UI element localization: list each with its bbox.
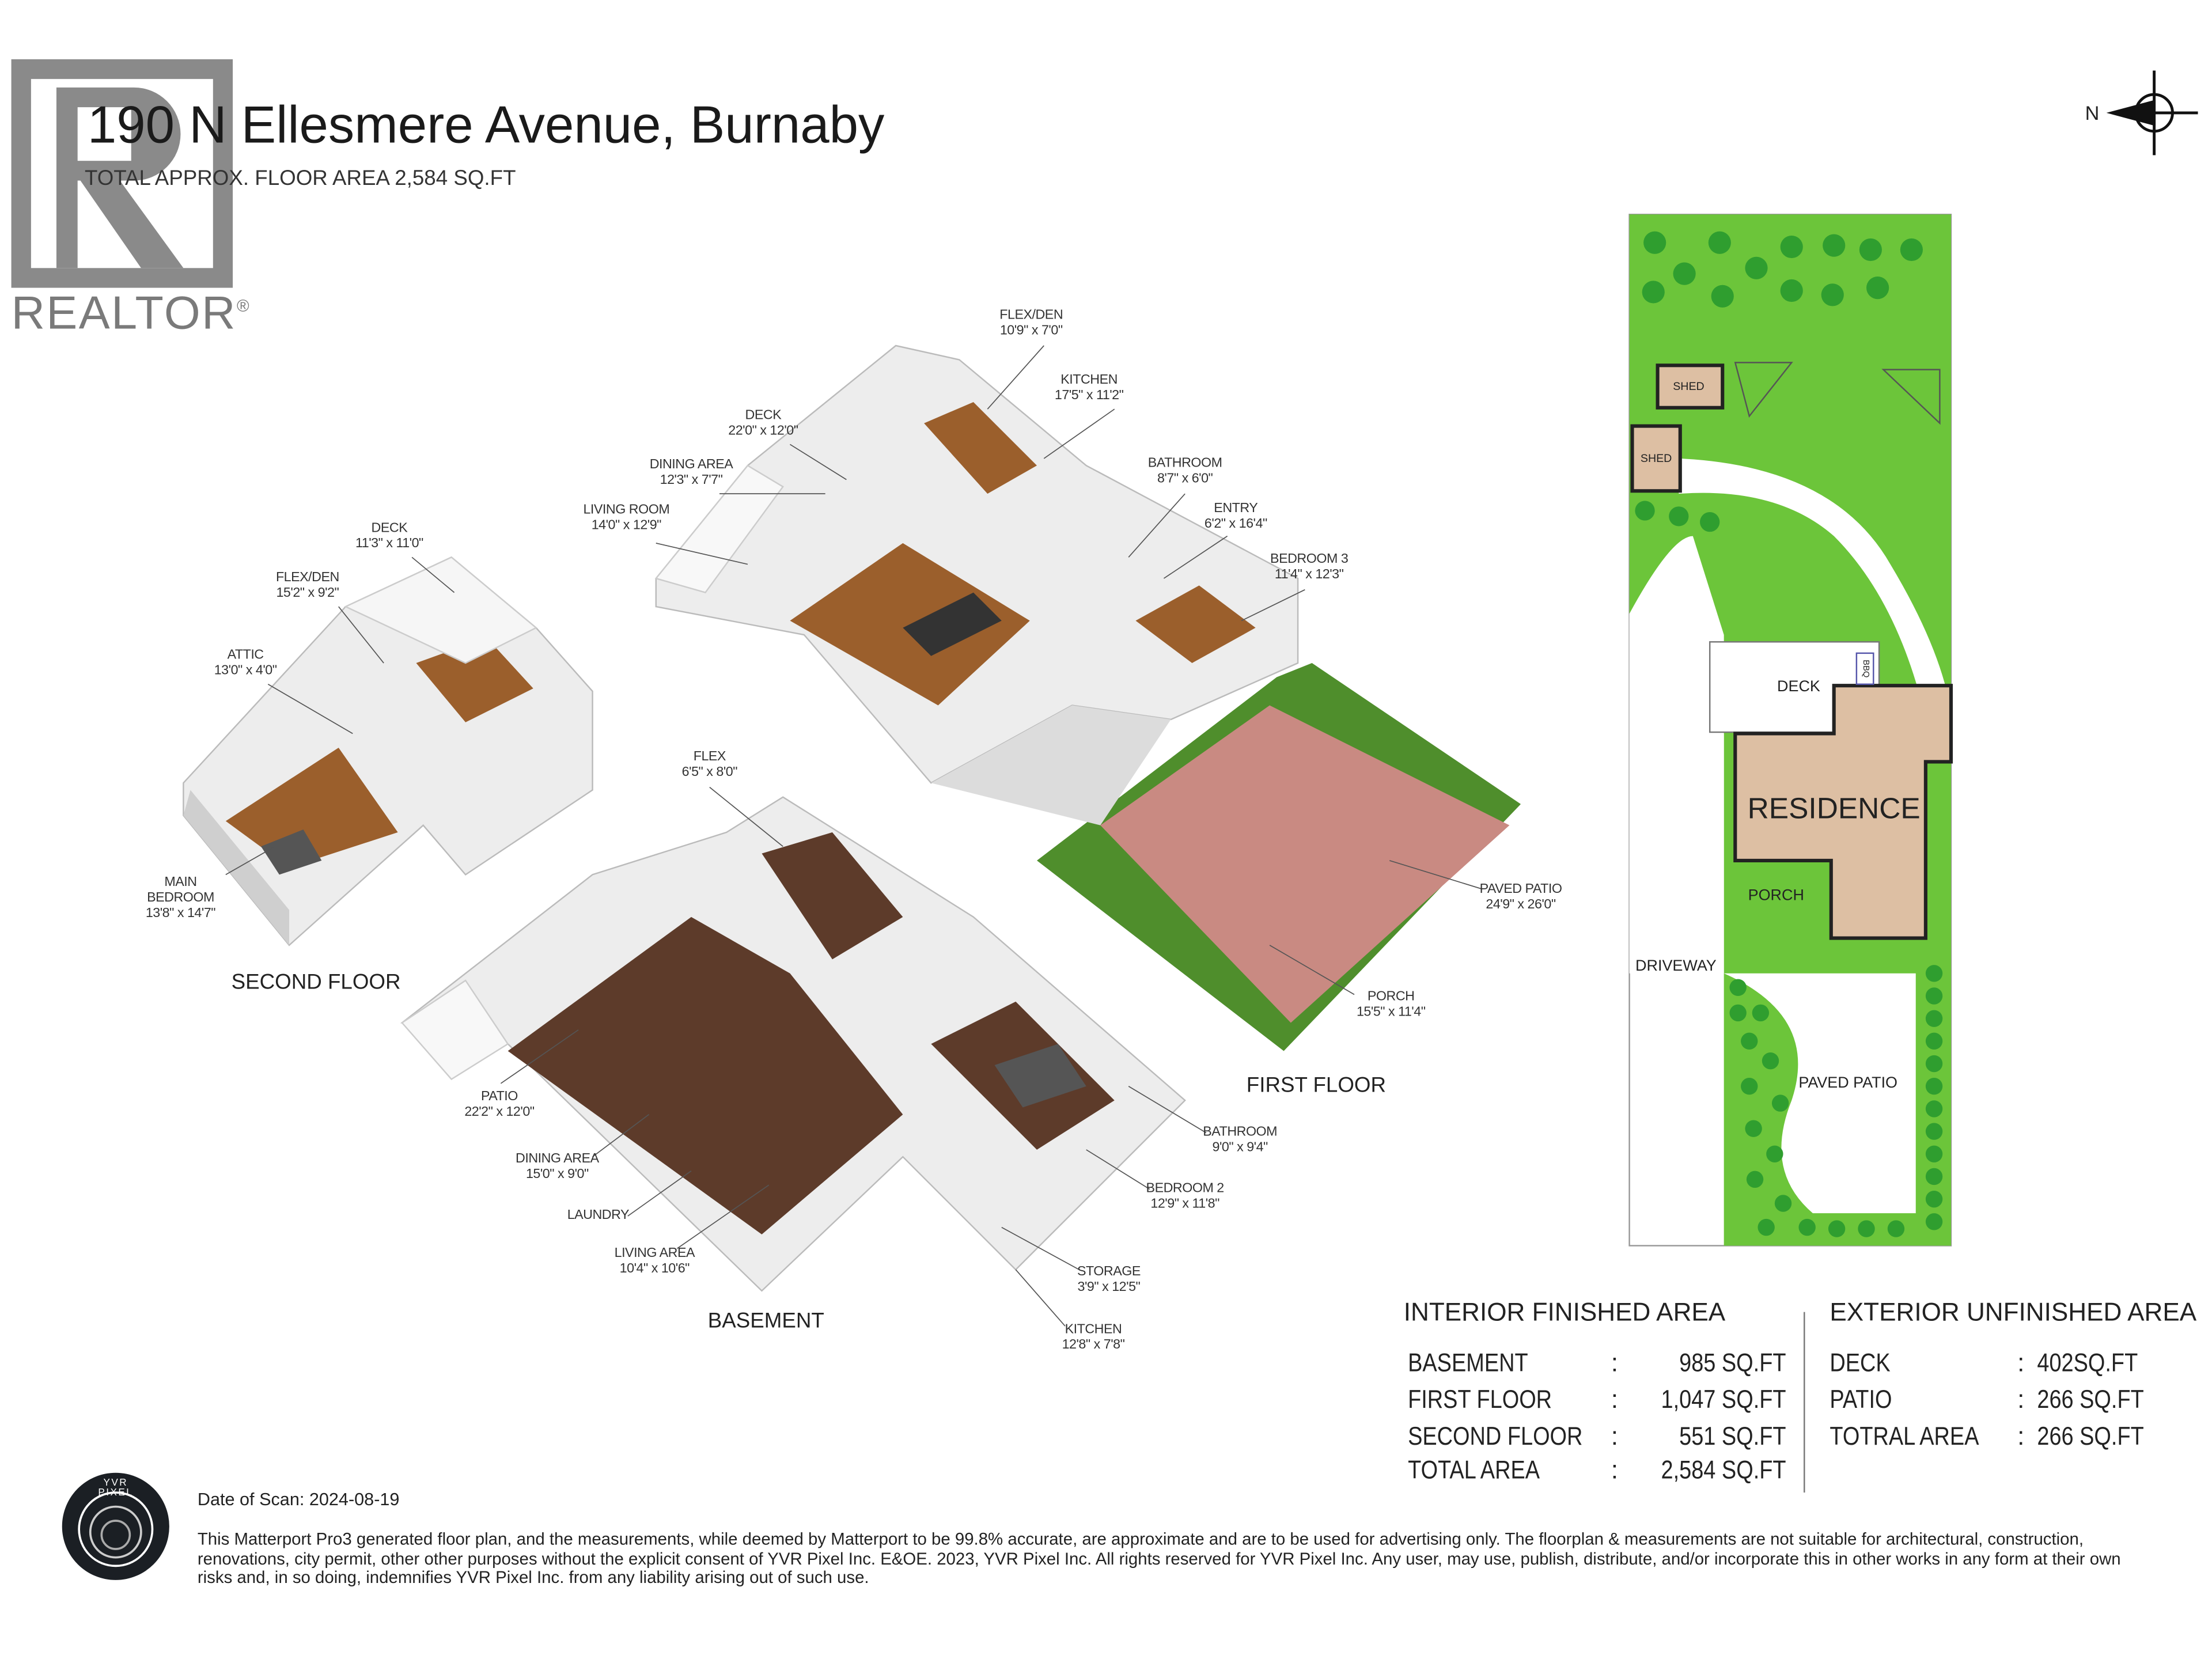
area-row-label: FIRST FLOOR — [1408, 1385, 1552, 1414]
site-plan — [1628, 214, 1953, 1247]
realtor-logo-text: REALTOR® — [11, 286, 251, 339]
yvr-pixel-logo — [62, 1472, 169, 1580]
area-row-separator: : — [1611, 1422, 1619, 1450]
area-row-value: 266 SQ.FT — [2037, 1385, 2144, 1414]
area-row-separator: : — [2017, 1349, 2025, 1377]
realtor-logo — [11, 59, 233, 288]
area-row-value: 1,047 SQ.FT — [1661, 1385, 1786, 1414]
site-label-bbq: BBQ — [1861, 660, 1869, 678]
leader-lines — [225, 345, 1482, 1327]
first-floor-plan — [654, 344, 1521, 1051]
area-row-value: 402SQ.FT — [2037, 1349, 2138, 1377]
area-row-value: 985 SQ.FT — [1679, 1349, 1786, 1377]
disclaimer-text: This Matterport Pro3 generated floor pla… — [197, 1529, 2121, 1588]
compass-icon — [2106, 70, 2198, 156]
site-label-paved-patio: PAVED PATIO — [1798, 1075, 1898, 1092]
tree-icons — [1635, 231, 1943, 1237]
site-label-shed: SHED — [1640, 452, 1672, 465]
area-row-label: PATIO — [1830, 1385, 1892, 1414]
area-row-separator: : — [1611, 1456, 1619, 1484]
area-row-value: 2,584 SQ.FT — [1661, 1456, 1786, 1484]
area-row-label: TOTAL AREA — [1408, 1456, 1540, 1484]
area-row-label: DECK — [1830, 1349, 1891, 1377]
area-row-label: SECOND FLOOR — [1408, 1422, 1583, 1450]
area-row-separator: : — [1611, 1349, 1619, 1377]
area-row-value: 266 SQ.FT — [2037, 1422, 2144, 1450]
area-row-separator: : — [1611, 1385, 1619, 1414]
interior-area-title: INTERIOR FINISHED AREA — [1403, 1298, 1726, 1327]
room-label-laundry: LAUNDRY — [567, 1207, 630, 1224]
floor-title-first: FIRST FLOOR — [1246, 1073, 1387, 1098]
floor-title-second: SECOND FLOOR — [231, 970, 401, 995]
scan-date: Date of Scan: 2024-08-19 — [197, 1490, 400, 1510]
area-row-label: TOTRAL AREA — [1830, 1422, 1979, 1450]
basement-plan — [400, 796, 1186, 1292]
exterior-area-title: EXTERIOR UNFINISHED AREA — [1830, 1298, 2197, 1327]
site-label-driveway: DRIVEWAY — [1635, 957, 1717, 975]
yvr-pixel-logo-text: YVR PIXEL — [98, 1478, 134, 1498]
area-row-value: 551 SQ.FT — [1679, 1422, 1786, 1450]
page-subtitle: TOTAL APPROX. FLOOR AREA 2,584 SQ.FT — [84, 166, 516, 191]
site-label-porch: PORCH — [1748, 887, 1804, 904]
second-floor-plan — [183, 556, 593, 946]
page-title: 190 N Ellesmere Avenue, Burnaby — [87, 96, 885, 154]
area-row-separator: : — [2017, 1422, 2025, 1450]
compass-north-label: N — [2085, 101, 2100, 124]
area-row-separator: : — [2017, 1385, 2025, 1414]
area-row-label: BASEMENT — [1408, 1349, 1528, 1377]
site-label-shed: SHED — [1673, 380, 1705, 393]
floor-title-basement: BASEMENT — [707, 1309, 824, 1334]
site-label-deck: DECK — [1777, 678, 1820, 696]
site-label-residence: RESIDENCE — [1747, 793, 1921, 825]
